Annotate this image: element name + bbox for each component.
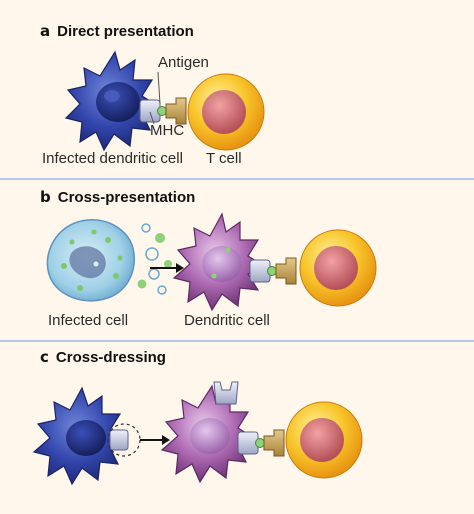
t-cell-icon [285, 401, 363, 479]
infected-cell-label: Infected cell [48, 312, 129, 329]
t-cell-receptor-icon [275, 257, 297, 285]
panel-c-heading: c Cross-dressing [40, 348, 166, 366]
mhc-molecule-icon [109, 429, 129, 451]
panel-letter: b [40, 188, 51, 206]
panel-c-illustration [32, 381, 363, 486]
antigen-icon [267, 266, 277, 276]
infected-dendritic-cell-label: Infected dendritic cell [42, 150, 183, 167]
arrow-icon [150, 263, 184, 273]
dendritic-cell-label: Dendritic cell [184, 312, 270, 329]
arrow-icon [140, 435, 170, 445]
dendritic-cell-icon [172, 212, 266, 312]
panel-cross-presentation: b Cross-presentation [0, 180, 474, 342]
mhc-label: MHC [150, 122, 185, 139]
debris-particles [137, 223, 172, 295]
t-cell-receptor-icon [165, 97, 187, 125]
panel-direct-presentation: a Direct presentation Antigen MHC Infecte… [0, 0, 474, 180]
infected-cell-icon [46, 219, 135, 302]
panel-letter: a [40, 22, 51, 40]
dendritic-cell-icon [160, 384, 256, 484]
t-cell-icon [299, 229, 377, 307]
panel-letter: c [40, 348, 49, 366]
panel-title: Direct presentation [57, 23, 194, 40]
divider [0, 178, 474, 180]
t-cell-label: T cell [206, 150, 242, 167]
t-cell-icon [187, 73, 265, 151]
dendritic-cell-icon [64, 50, 160, 152]
panel-b-heading: b Cross-presentation [40, 188, 195, 206]
panel-cross-dressing: c Cross-dressing [0, 342, 474, 514]
dendritic-cell-icon [32, 386, 128, 486]
panel-title: Cross-presentation [57, 189, 196, 206]
panel-b-illustration [46, 212, 377, 312]
antigen-icon [157, 106, 167, 116]
t-cell-receptor-icon [263, 429, 285, 457]
panel-a-heading: a Direct presentation [40, 22, 194, 40]
divider [0, 340, 474, 342]
antigen-label: Antigen [158, 54, 209, 71]
panel-title: Cross-dressing [55, 349, 166, 366]
panel-a-illustration [64, 50, 265, 152]
antigen-icon [255, 438, 265, 448]
